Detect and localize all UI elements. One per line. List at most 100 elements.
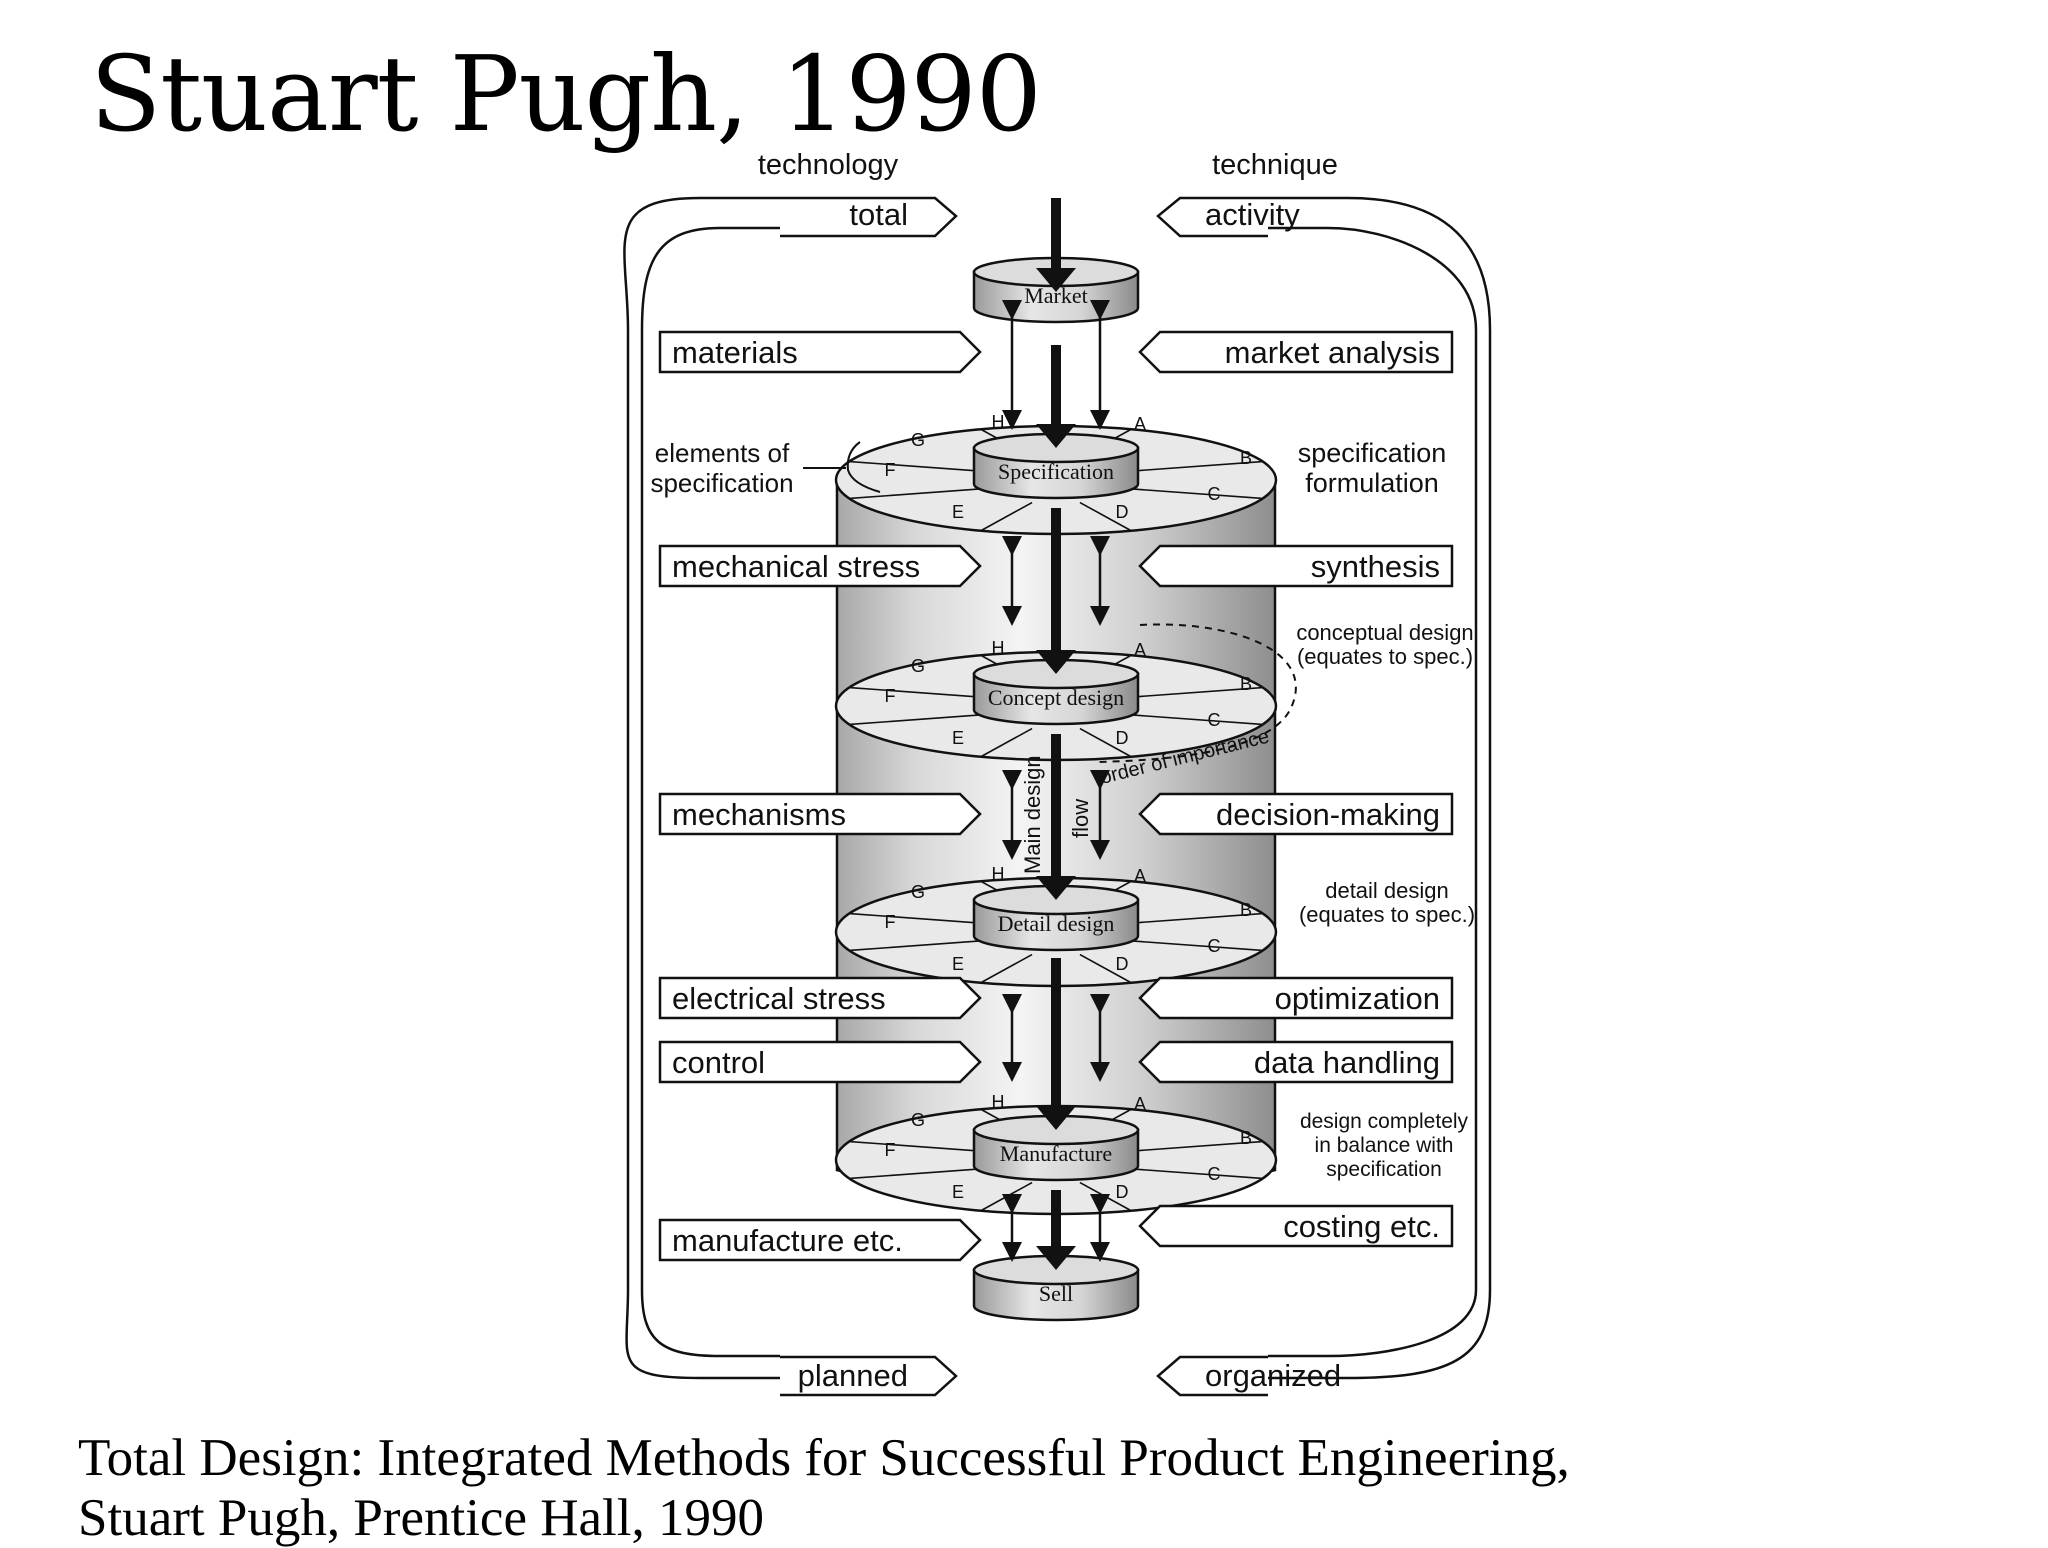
technique-heading: technique	[1212, 149, 1338, 181]
main-design-label: Main design	[1020, 755, 1045, 874]
disc-letter-a: A	[1134, 640, 1146, 660]
right-note-line: (equates to spec.)	[1297, 644, 1473, 669]
right-input-decision-making: decision-making	[1138, 792, 1454, 836]
stage-label-specification: Specification	[998, 459, 1114, 484]
disc-letter-f: F	[885, 912, 896, 932]
left-input-mechanical-stress: mechanical stress	[658, 544, 982, 588]
left-input-mechanisms: mechanisms	[658, 792, 982, 836]
disc-letter-g: G	[911, 656, 925, 676]
caption: Total Design: Integrated Methods for Suc…	[78, 1428, 1570, 1548]
left-input-control: control	[658, 1040, 982, 1084]
right-note-line: specification	[1298, 438, 1447, 468]
left-input-label: manufacture etc.	[672, 1223, 903, 1258]
disc-letter-h: H	[992, 412, 1005, 432]
stage-label-sell: Sell	[1039, 1281, 1073, 1306]
arrow-activity-label: activity	[1205, 197, 1300, 232]
disc-letter-h: H	[992, 864, 1005, 884]
right-input-costing-etc: costing etc.	[1138, 1204, 1454, 1248]
disc-letter-e: E	[952, 954, 964, 974]
disc-letter-d: D	[1116, 954, 1129, 974]
disc-letter-c: C	[1208, 484, 1221, 504]
right-input-synthesis: synthesis	[1138, 544, 1454, 588]
disc-letter-d: D	[1116, 1182, 1129, 1202]
disc-letter-c: C	[1208, 936, 1221, 956]
arrow-total: total	[780, 196, 958, 238]
stage-detail-design: Detail design	[972, 884, 1140, 952]
disc-letter-g: G	[911, 1110, 925, 1130]
stage-label-concept-design: Concept design	[988, 685, 1124, 710]
right-note-line: conceptual design	[1296, 620, 1473, 645]
disc-letter-f: F	[885, 1140, 896, 1160]
stage-manufacture: Manufacture	[972, 1114, 1140, 1182]
flow-label: flow	[1068, 799, 1093, 838]
disc-letter-a: A	[1134, 414, 1146, 434]
right-input-optimization: optimization	[1138, 976, 1454, 1020]
right-note-line: detail design	[1325, 878, 1449, 903]
disc-letter-b: B	[1240, 448, 1252, 468]
main-flow-heads	[1036, 268, 1076, 1270]
stage-label-detail-design: Detail design	[998, 911, 1115, 936]
disc-letter-g: G	[911, 430, 925, 450]
right-note-2: conceptual design(equates to spec.)	[1296, 620, 1473, 669]
right-note-line: (equates to spec.)	[1299, 902, 1475, 927]
left-input-label: materials	[672, 335, 798, 370]
left-input-label: mechanical stress	[672, 549, 920, 584]
disc-letter-c: C	[1208, 710, 1221, 730]
right-note-line: specification	[1326, 1158, 1442, 1181]
arrow-planned-label: planned	[798, 1358, 908, 1393]
disc-letter-d: D	[1116, 502, 1129, 522]
left-input-electrical-stress: electrical stress	[658, 976, 982, 1020]
stage-label-manufacture: Manufacture	[1000, 1141, 1112, 1166]
dashed-emphasis	[1097, 623, 1297, 763]
disc-letter-a: A	[1134, 1094, 1146, 1114]
right-input-label: market analysis	[1225, 335, 1440, 370]
arrow-total-label: total	[849, 197, 908, 232]
disc-letter-f: F	[885, 686, 896, 706]
elements-of-specification-note-1: elements of	[655, 438, 790, 468]
disc-letter-h: H	[992, 1092, 1005, 1112]
right-note-line: design completely	[1300, 1110, 1469, 1133]
elements-of-specification-note-2: specification	[650, 468, 793, 498]
stage-specification: Specification	[972, 432, 1140, 500]
right-input-label: optimization	[1275, 981, 1440, 1016]
right-input-label: decision-making	[1216, 797, 1440, 832]
disc-letter-a: A	[1134, 866, 1146, 886]
arrow-organized-label: organized	[1205, 1358, 1341, 1393]
disc-letter-e: E	[952, 728, 964, 748]
left-input-label: control	[672, 1045, 765, 1080]
right-input-label: data handling	[1254, 1045, 1440, 1080]
right-input-label: costing etc.	[1283, 1209, 1440, 1244]
right-note-line: in balance with	[1315, 1134, 1454, 1157]
right-note-line: formulation	[1305, 468, 1439, 498]
stage-sell: Sell	[972, 1254, 1140, 1322]
left-input-manufacture-etc: manufacture etc.	[658, 1218, 982, 1262]
caption-line-2: Stuart Pugh, Prentice Hall, 1990	[78, 1489, 764, 1547]
arrow-organized: organized	[1156, 1355, 1341, 1397]
arrow-planned: planned	[780, 1355, 958, 1397]
right-input-data-handling: data handling	[1138, 1040, 1454, 1084]
disc-letter-b: B	[1240, 1128, 1252, 1148]
elements-of-specification-leader	[803, 441, 881, 493]
right-note-3: detail design(equates to spec.)	[1299, 878, 1475, 927]
left-input-label: mechanisms	[672, 797, 846, 832]
left-input-materials: materials	[658, 330, 982, 374]
feedback-arrows	[1002, 300, 1110, 1262]
disc-letter-f: F	[885, 460, 896, 480]
right-input-label: synthesis	[1311, 549, 1440, 584]
arrow-activity: activity	[1156, 196, 1300, 238]
disc-letter-d: D	[1116, 728, 1129, 748]
slide-title: Stuart Pugh, 1990	[90, 33, 1042, 155]
technology-heading: technology	[758, 149, 899, 181]
disc-letter-b: B	[1240, 900, 1252, 920]
left-input-label: electrical stress	[672, 981, 886, 1016]
outer-loop-right	[1268, 196, 1492, 1380]
right-input-market-analysis: market analysis	[1138, 330, 1454, 374]
disc-letter-c: C	[1208, 1164, 1221, 1184]
input-arrows: materials mechanical stress mechanisms elec…	[658, 330, 1454, 1262]
disc-letter-h: H	[992, 638, 1005, 658]
caption-line-1: Total Design: Integrated Methods for Suc…	[78, 1429, 1570, 1487]
